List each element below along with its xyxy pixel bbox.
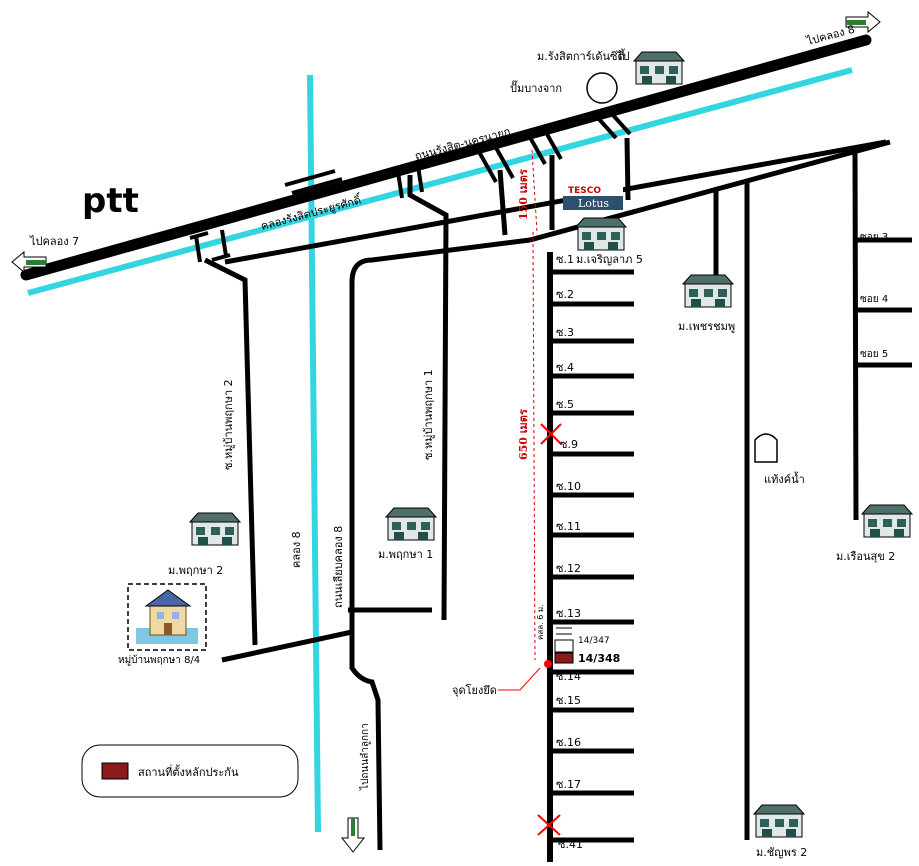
distance-lines [531, 149, 538, 661]
arrow-to-khlong-7-icon [11, 250, 47, 274]
soi-branches [550, 269, 634, 843]
label-soi-16: ซ.16 [556, 736, 581, 749]
label-soi-41: ซ.41 [558, 838, 583, 851]
legend-box [81, 744, 299, 798]
house-icon [682, 274, 734, 308]
label-to-khlong-7: ไปคลอง 7 [29, 235, 79, 248]
label-soi-1: ซ.1 [556, 253, 574, 266]
label-to-lam-luk-ka: ไปถนนลำลูกกา [359, 723, 371, 791]
label-soi-15: ซ.15 [556, 694, 581, 707]
label-right-soi-4: ซอย 4 [860, 294, 888, 305]
label-pruksa-1: ม.พฤกษา 1 [378, 548, 433, 561]
arrow-to-khlong-8-icon [845, 10, 881, 34]
label-right-soi-5: ซอย 5 [860, 349, 888, 360]
distance-650: 650 เมตร [517, 409, 530, 460]
label-road-along-khlong-8: ถนนเลียบคลอง 8 [332, 526, 345, 608]
legend-label: สถานที่ตั้งหลักประกัน [138, 764, 239, 779]
collateral-plot [554, 652, 574, 664]
label-soi-pruksa-2: ซ.หมู่บ้านพฤกษา 2 [222, 379, 235, 470]
label-bangchak-pump: ปั๊มบางจาก [510, 80, 562, 95]
label-soi-pruksa-1: ซ.หมู่บ้านพฤกษา 1 [422, 369, 435, 460]
label-soi-4: ซ.4 [556, 361, 574, 374]
label-soi-10: ซ.10 [556, 480, 581, 493]
label-soi-14: ซ.14 [556, 670, 581, 683]
house-icon [575, 217, 627, 251]
arrow-to-lam-luk-ka-icon [340, 817, 366, 853]
label-right-soi-3: ซอย 3 [860, 232, 888, 243]
blocked-markers [537, 423, 562, 836]
house-icon [189, 512, 241, 546]
house-icon [753, 804, 805, 838]
bridges [189, 112, 632, 263]
label-water-tank: แท้งค์น้ำ [764, 471, 805, 486]
distance-150: 150 เมตร [517, 169, 530, 220]
house-icon [861, 504, 913, 538]
lotus-text: Lotus [578, 197, 609, 210]
tesco-text: TESCO [568, 186, 601, 196]
legend-swatch [101, 762, 129, 780]
label-soi-3: ซ.3 [556, 326, 574, 339]
label-soi-5: ซ.5 [556, 398, 574, 411]
label-jaroen-lap: ม.เจริญลาภ 5 [576, 253, 643, 266]
label-soi-2: ซ.2 [556, 288, 574, 301]
water-tank-icon [754, 433, 778, 463]
label-soi-9: ซ.9 [560, 438, 578, 451]
label-origin-point: จุดโยงยึด [452, 683, 497, 697]
house-icon [385, 507, 437, 541]
label-soi-17: ซ.17 [556, 778, 581, 791]
label-soi-13: ซ.13 [556, 607, 581, 620]
highway-rangsit-nakhon-nayok [20, 34, 872, 281]
label-phet-chomphu: ม.เพชรชมพู [678, 320, 735, 333]
label-pruksa-8-4: หมู่บ้านพฤกษา 8/4 [118, 654, 200, 666]
canal-rangsit [27, 67, 853, 296]
canal-khlong-8 [307, 74, 321, 833]
label-pruksa-2: ม.พฤกษา 2 [168, 564, 223, 577]
label-khlong-8: คลอง 8 [290, 531, 303, 568]
label-chanya-phon: ม.ชัญพร 2 [756, 846, 807, 859]
local-roads [203, 137, 912, 851]
pump-station-icon [586, 72, 618, 104]
ptt-logo: ptt [82, 181, 139, 221]
house-icon [633, 51, 685, 85]
label-concrete-road: คสล. 6 ม. [536, 604, 545, 640]
label-plot-14-347: 14/347 [578, 636, 610, 646]
plot-neighbor [554, 639, 574, 653]
pruksa-84-house-icon [136, 589, 198, 644]
label-plot-14-348: 14/348 [578, 652, 620, 665]
label-ruen-suk: ม.เรือนสุข 2 [836, 550, 895, 563]
label-soi-11: ซ.11 [556, 520, 581, 533]
origin-point [544, 660, 552, 668]
label-soi-12: ซ.12 [556, 562, 581, 575]
label-rangsit-garden: ม.รังสิตการ์เด้นซิตี้ [537, 48, 626, 63]
frontage-road [224, 139, 887, 265]
label-prefix-to: ไป [616, 50, 630, 63]
